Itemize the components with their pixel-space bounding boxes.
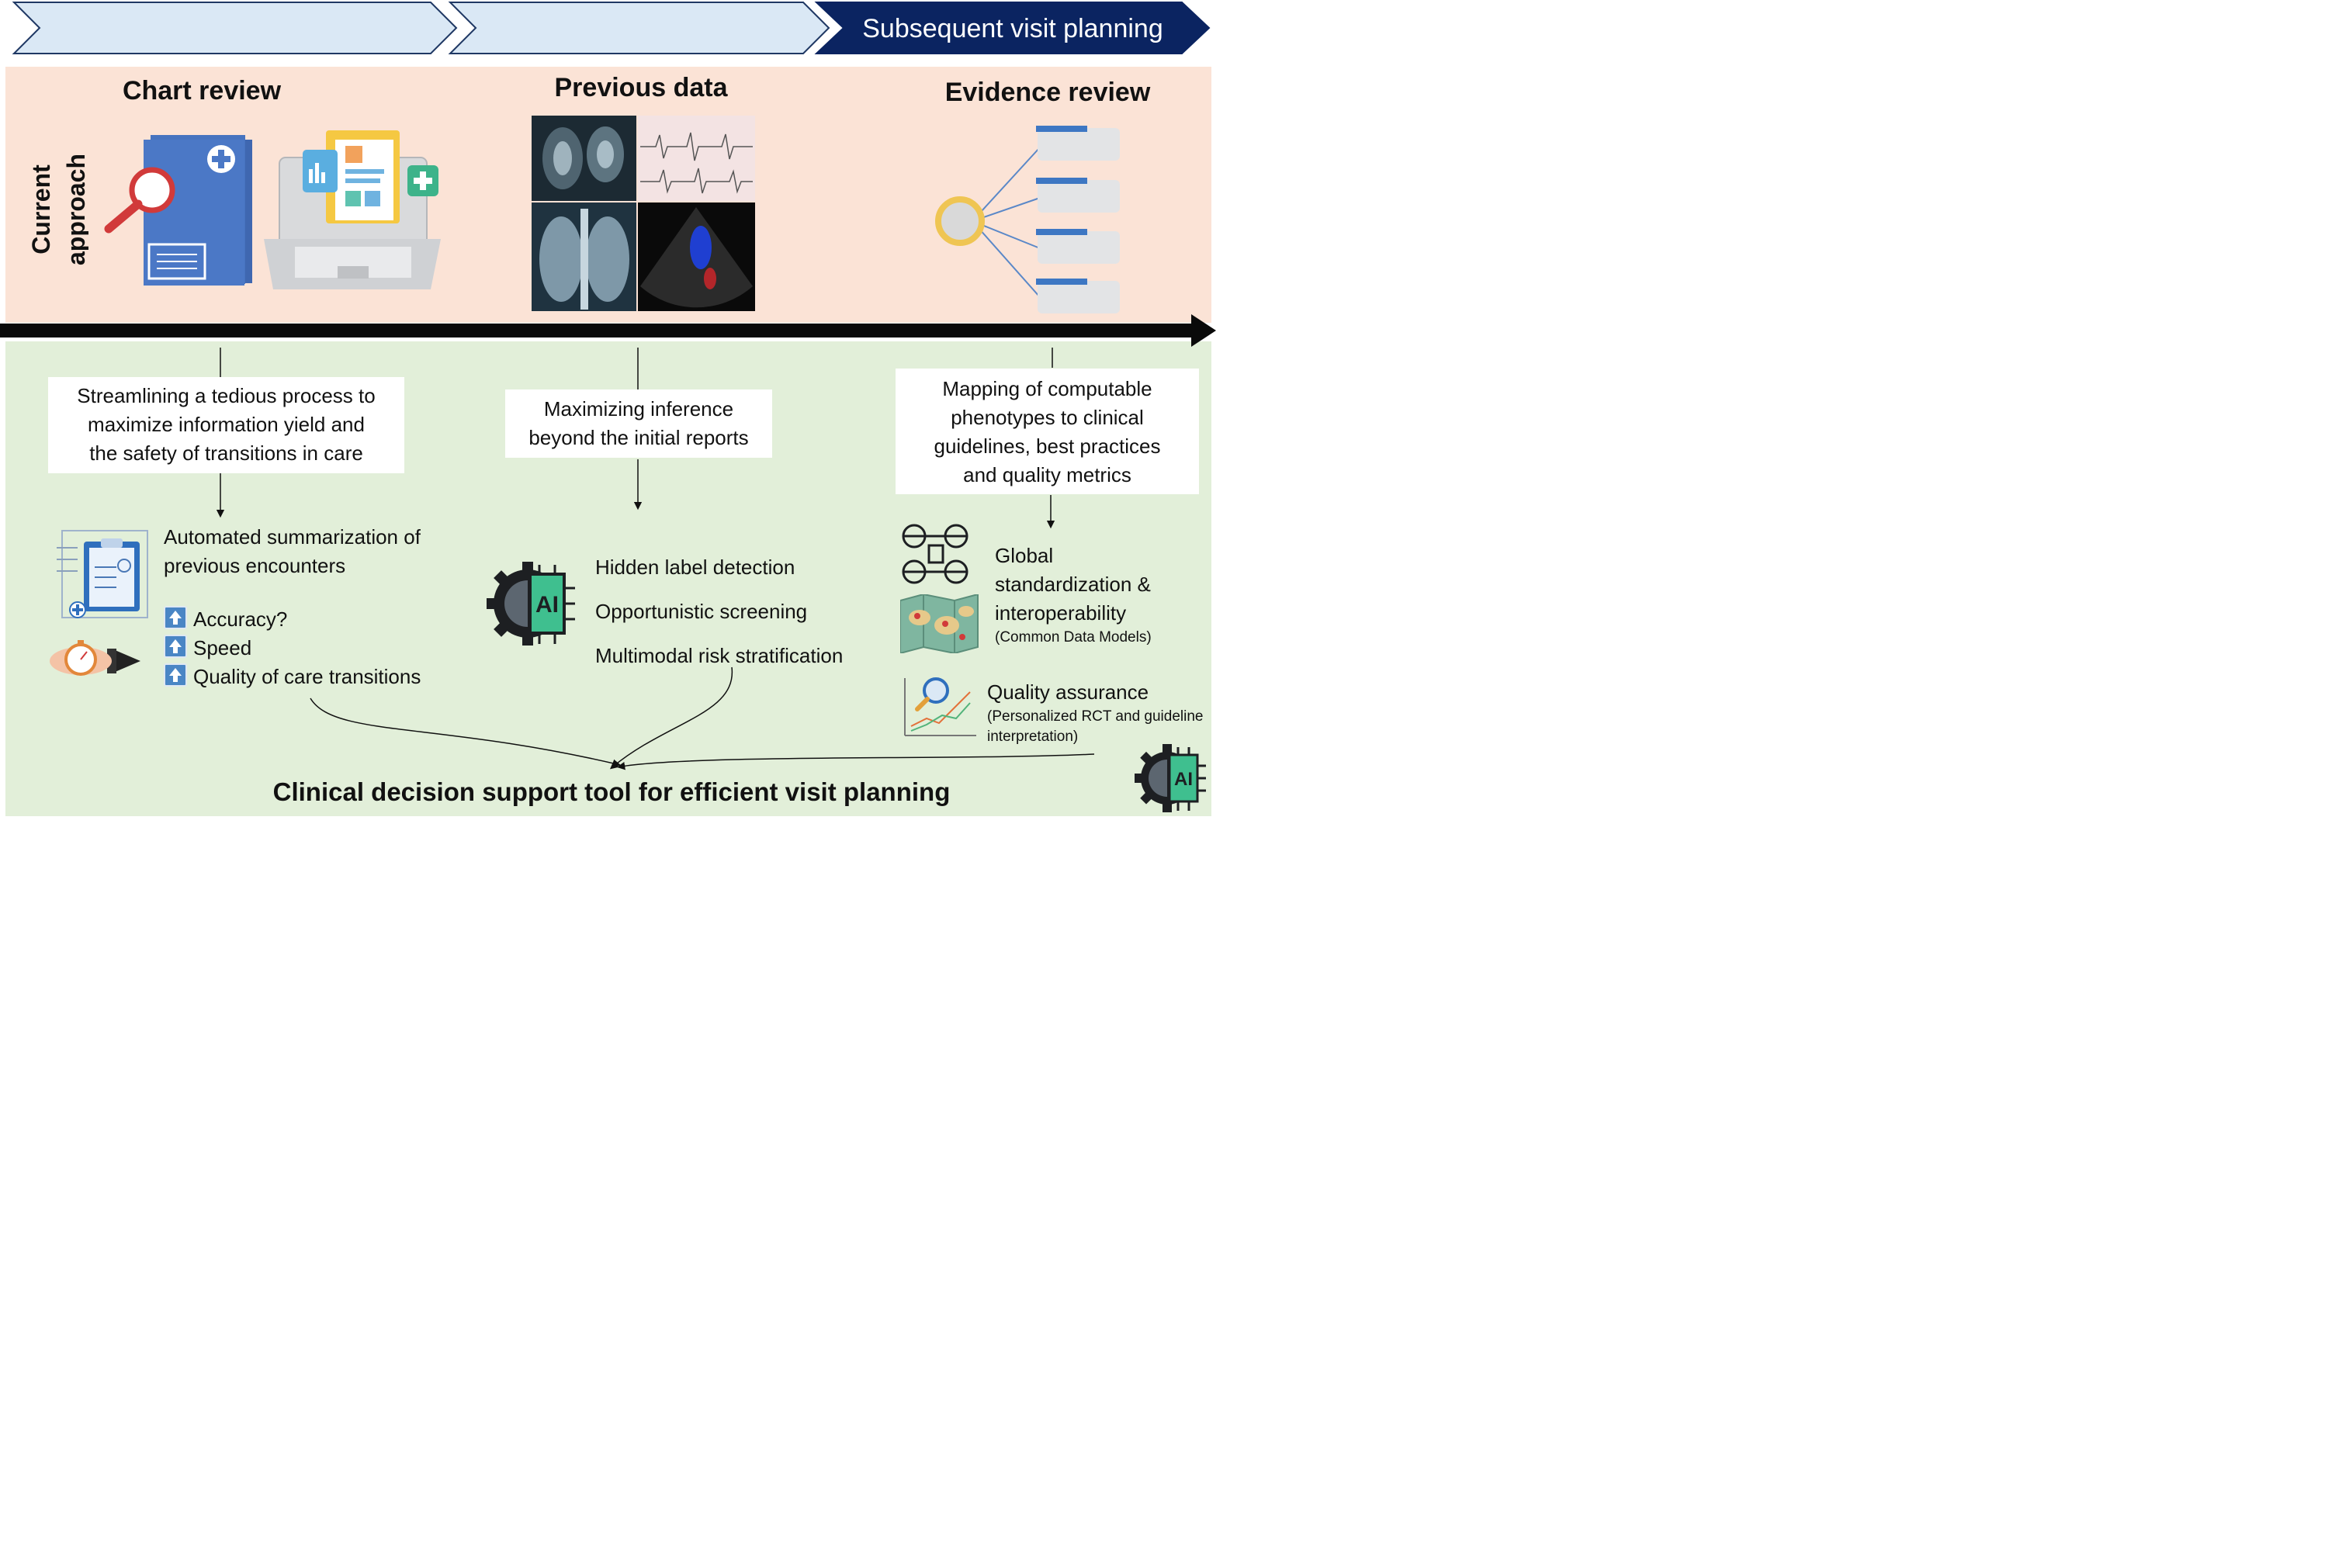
previous-data-collage xyxy=(532,116,755,311)
col3-global-line: standardization & xyxy=(995,573,1151,596)
timeline-arrow xyxy=(0,314,1216,347)
col2-item: Opportunistic screening xyxy=(595,600,808,623)
ai-gear-icon-small: AI xyxy=(1135,744,1206,812)
stopwatch-hand-icon xyxy=(50,640,140,676)
col1-box-line: the safety of transitions in care xyxy=(89,441,363,465)
bullet-item: Speed xyxy=(164,634,490,663)
col3-global: Global standardization & interoperabilit… xyxy=(995,542,1212,628)
up-arrow-icon xyxy=(164,663,187,687)
up-arrow-icon xyxy=(164,635,187,658)
ai-label-small: AI xyxy=(1174,769,1193,790)
row-label-line1: Current xyxy=(27,164,55,254)
ecg-image xyxy=(638,116,755,201)
col3-box-line: guidelines, best practices xyxy=(934,434,1161,458)
col1-bullets: Accuracy? Speed Quality of care transiti… xyxy=(164,605,490,691)
footer-title: Clinical decision support tool for effic… xyxy=(272,777,951,806)
col3-qa-note-line: (Personalized RCT and guideline xyxy=(987,708,1204,725)
echo-doppler-image xyxy=(638,202,755,311)
col2-items: Hidden label detection Opportunistic scr… xyxy=(595,545,890,678)
globe-network-icon xyxy=(902,524,968,584)
col3-box-line: phenotypes to clinical xyxy=(951,406,1144,429)
quality-chart-icon xyxy=(904,677,976,736)
col1-title-line: previous encounters xyxy=(164,554,346,577)
ai-label: AI xyxy=(535,592,559,618)
bullet-item: Accuracy? xyxy=(164,605,490,634)
chevron-step-3 xyxy=(814,1,1211,54)
ct-scan-image xyxy=(532,116,636,201)
heading-evidence-review: Evidence review xyxy=(944,78,1151,107)
chevron-step-1 xyxy=(12,1,458,54)
col3-global-note: (Common Data Models) xyxy=(995,629,1152,646)
col1-box-line: maximize information yield and xyxy=(88,413,365,436)
col1-box-line: Streamlining a tedious process to xyxy=(77,384,376,407)
clipboard-summary-icon xyxy=(57,530,148,618)
col3-qa-note: (Personalized RCT and guideline interpre… xyxy=(987,707,1212,747)
col2-box-line: Maximizing inference xyxy=(543,397,734,421)
world-map-icon xyxy=(900,594,979,653)
col1-box: Streamlining a tedious process to maximi… xyxy=(48,377,404,473)
connector-lines xyxy=(216,348,1095,770)
evidence-tree-icon xyxy=(935,126,1120,313)
col2-box-line: beyond the initial reports xyxy=(528,426,749,449)
chevron-step-2 xyxy=(448,1,830,54)
col2-box: Maximizing inference beyond the initial … xyxy=(505,389,772,458)
col3-box-line: Mapping of computable xyxy=(942,377,1152,400)
laptop-record-icon xyxy=(264,130,441,289)
col3-qa-title: Quality assurance xyxy=(987,680,1149,704)
row-label: Current approach xyxy=(27,154,88,265)
process-chevrons: Subsequent visit planning xyxy=(12,1,1211,54)
col3-box: Mapping of computable phenotypes to clin… xyxy=(896,369,1199,494)
chest-xray-image xyxy=(532,202,636,311)
heading-chart-review: Chart review xyxy=(122,76,282,106)
col1-title: Automated summarization of previous enco… xyxy=(164,523,490,580)
col3-qa-note-line: interpretation) xyxy=(987,729,1079,745)
row-label-line2: approach xyxy=(62,154,88,265)
col2-item: Multimodal risk stratification xyxy=(595,644,844,667)
col2-item: Hidden label detection xyxy=(595,556,795,579)
bullet-item: Quality of care transitions xyxy=(164,663,490,691)
ai-gear-icon: AI xyxy=(487,562,575,646)
heading-previous-data: Previous data xyxy=(554,73,728,102)
col3-global-line: Global xyxy=(995,544,1054,567)
up-arrow-icon xyxy=(164,606,187,629)
col3-box-line: and quality metrics xyxy=(963,463,1131,486)
folder-magnifier-icon xyxy=(104,135,252,286)
chevron-step-3-label: Subsequent visit planning xyxy=(862,14,1163,43)
col1-title-line: Automated summarization of xyxy=(164,525,421,549)
col3-global-line: interoperability xyxy=(995,601,1127,625)
